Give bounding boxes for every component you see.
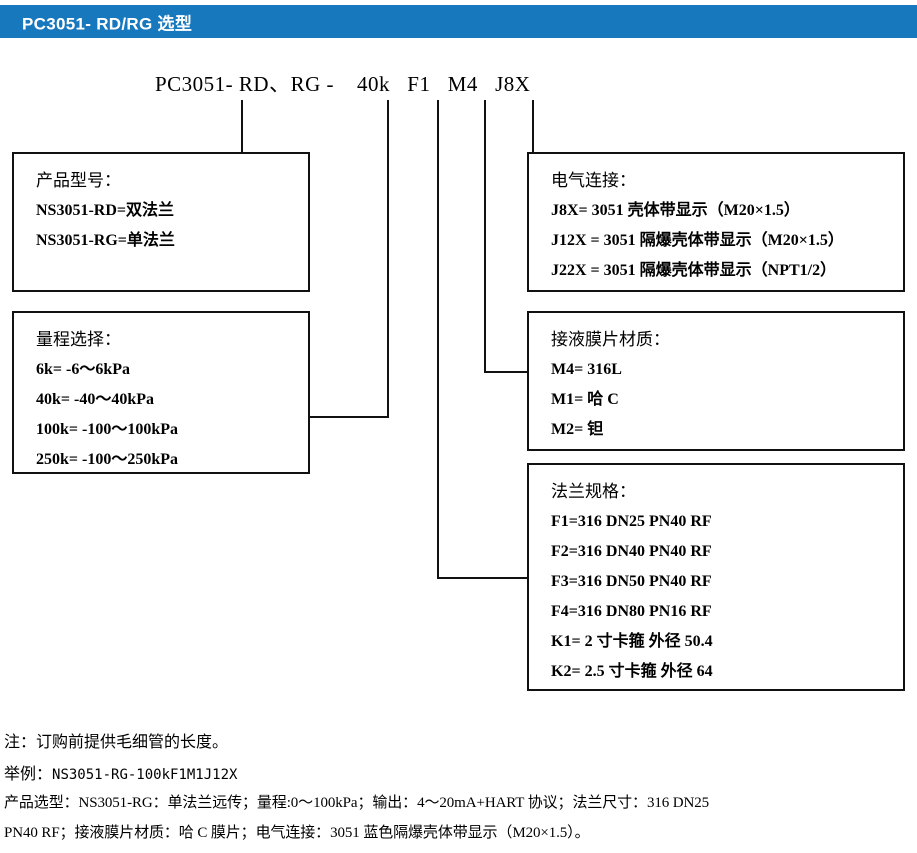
box-range-selection-row-1: 40k= -40〜40kPa <box>36 391 155 408</box>
box-flange-specification-row-2: F3=316 DN50 PN40 RF <box>551 573 712 590</box>
box-flange-specification-row-1: F2=316 DN40 PN40 RF <box>551 543 712 560</box>
box-electrical-connection-row-1: J12X = 3051 隔爆壳体带显示（M20×1.5） <box>551 232 844 249</box>
box-diaphragm-material-row-1: M1= 哈 C <box>551 391 619 408</box>
leader-product-model-vertical <box>241 100 243 152</box>
page-title: PC3051- RD/RG 选型 <box>22 14 193 33</box>
box-electrical-connection-title: 电气连接： <box>551 171 636 190</box>
box-range-selection-row-2: 100k= -100〜100kPa <box>36 421 179 438</box>
box-flange-specification-row-4: K1= 2 寸卡箍 外径 50.4 <box>551 633 713 650</box>
box-product-model-row-0: NS3051-RD=双法兰 <box>36 202 175 219</box>
box-flange-specification: 法兰规格： F1=316 DN25 PN40 RF F2=316 DN40 PN… <box>527 463 905 691</box>
box-diaphragm-material: 接液膜片材质： M4= 316L M1= 哈 C M2= 钽 <box>527 311 905 451</box>
box-diaphragm-material-row-0: M4= 316L <box>551 361 622 378</box>
box-diaphragm-material-row-2: M2= 钽 <box>551 421 604 438</box>
footer-example-label: 举例： <box>4 766 53 783</box>
box-range-selection-title: 量程选择： <box>36 330 121 349</box>
leader-flange-horizontal <box>437 577 529 579</box>
box-flange-specification-row-5: K2= 2.5 寸卡箍 外径 64 <box>551 663 713 680</box>
box-electrical-connection: 电气连接： J8X= 3051 壳体带显示（M20×1.5） J12X = 30… <box>527 152 905 292</box>
box-product-model-title: 产品型号： <box>36 171 121 190</box>
footer-description-line-1: 产品选型：NS3051-RG：单法兰远传；量程:0〜100kPa；输出：4〜20… <box>4 795 710 811</box>
box-range-selection: 量程选择： 6k= -6〜6kPa 40k= -40〜40kPa 100k= -… <box>12 311 310 474</box>
leader-electrical-vertical <box>532 100 534 153</box>
box-range-selection-row-3: 250k= -100〜250kPa <box>36 451 179 468</box>
leader-flange-vertical <box>437 100 439 579</box>
leader-diaphragm-vertical <box>484 100 486 373</box>
box-flange-specification-title: 法兰规格： <box>551 482 636 501</box>
leader-range-vertical <box>387 100 389 418</box>
box-electrical-connection-row-0: J8X= 3051 壳体带显示（M20×1.5） <box>551 202 800 219</box>
footer-description-line-2: PN40 RF；接液膜片材质：哈 C 膜片；电气连接：3051 蓝色隔爆壳体带显… <box>4 825 590 841</box>
leader-range-horizontal <box>309 416 389 418</box>
model-code-line: PC3051- RD、RG - 40k F1 M4 J8X <box>155 72 531 96</box>
footer-example: 举例：NS3051-RG-100kF1M1J12X <box>4 760 237 784</box>
footer-example-code: NS3051-RG-100kF1M1J12X <box>52 767 238 783</box>
box-range-selection-row-0: 6k= -6〜6kPa <box>36 361 131 378</box>
box-flange-specification-row-0: F1=316 DN25 PN40 RF <box>551 513 712 530</box>
leader-diaphragm-horizontal <box>484 371 529 373</box>
box-product-model: 产品型号： NS3051-RD=双法兰 NS3051-RG=单法兰 <box>12 152 310 292</box>
box-flange-specification-row-3: F4=316 DN80 PN16 RF <box>551 603 712 620</box>
header-bar: PC3051- RD/RG 选型 <box>0 5 917 38</box>
box-diaphragm-material-title: 接液膜片材质： <box>551 330 670 349</box>
box-product-model-row-1: NS3051-RG=单法兰 <box>36 232 175 249</box>
box-electrical-connection-row-2: J22X = 3051 隔爆壳体带显示（NPT1/2） <box>551 262 837 279</box>
footer-note: 注：订购前提供毛细管的长度。 <box>4 734 229 751</box>
